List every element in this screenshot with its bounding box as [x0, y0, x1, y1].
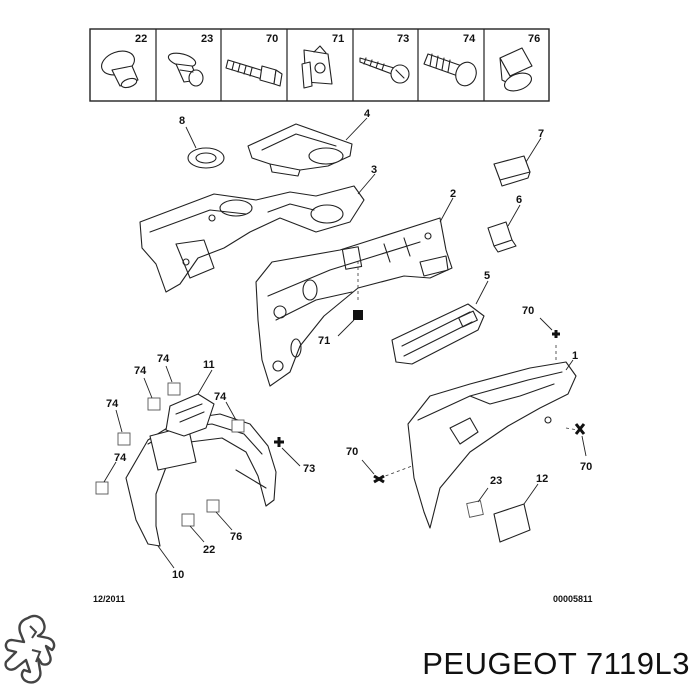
part-23-12: 23 12: [466, 473, 548, 543]
part-10-wheelarch-liner: 10: [125, 413, 277, 581]
callout-7: 7: [538, 128, 544, 140]
fastener-label: 23: [201, 33, 213, 45]
callout-12: 12: [536, 473, 548, 485]
part-6-bracket: 6: [487, 194, 522, 253]
fastener-label: 73: [397, 33, 409, 45]
diagram-code: 00005811: [553, 594, 593, 604]
fir-tree-clip-icon: [423, 53, 477, 87]
callout-74: 74: [157, 353, 170, 365]
screw-73-marker: 73: [274, 437, 315, 475]
part-11-bracket: 11: [165, 359, 215, 437]
cap-nut-icon: [499, 47, 533, 92]
callout-3: 3: [371, 164, 377, 176]
clip-74-tags: 74 74 74 74 74: [95, 353, 245, 495]
brand-part-number: PEUGEOT 7119L3: [422, 646, 690, 681]
callout-2: 2: [450, 188, 456, 200]
peugeot-lion-icon: [4, 614, 56, 684]
callout-71: 71: [318, 335, 330, 347]
diagram-date: 12/2011: [93, 594, 126, 604]
fastener-strip: 22 23 70 71 73 74 76: [89, 28, 550, 102]
fastener-label: 22: [135, 33, 147, 45]
callout-6: 6: [516, 194, 522, 206]
callout-70: 70: [346, 446, 358, 458]
callout-23: 23: [490, 475, 502, 487]
part-7-bracket: 7: [493, 128, 544, 187]
part-8-ring: 8: [179, 115, 225, 169]
part-1-front-wing: 1 70 70 70: [346, 305, 592, 529]
part-5-panel: 5: [391, 270, 490, 365]
callout-73: 73: [303, 463, 315, 475]
callout-1: 1: [572, 350, 578, 362]
callout-22: 22: [203, 544, 215, 556]
part-4-bracket: 4: [247, 108, 371, 177]
callout-5: 5: [484, 270, 490, 282]
fastener-label: 71: [332, 33, 344, 45]
part-2-inner-panel: 2 71: [255, 188, 456, 387]
callout-74: 74: [106, 398, 119, 410]
push-clip-icon: [101, 50, 139, 89]
clip-nut-icon: [301, 45, 333, 89]
callout-8: 8: [179, 115, 185, 127]
screw-icon: [359, 57, 410, 84]
callout-70: 70: [580, 461, 592, 473]
fastener-label: 74: [463, 33, 476, 45]
fastener-label: 76: [528, 33, 540, 45]
fastener-label: 70: [266, 33, 278, 45]
callout-4: 4: [364, 108, 371, 120]
rivet-clip-icon: [167, 52, 204, 87]
callout-74: 74: [114, 452, 127, 464]
callout-74: 74: [134, 365, 147, 377]
callout-74: 74: [214, 391, 227, 403]
callout-10: 10: [172, 569, 184, 581]
clip-22-76: 22 76: [181, 499, 242, 556]
part-3-member: 3: [139, 164, 377, 293]
bolt-icon: [225, 59, 283, 87]
callout-70: 70: [522, 305, 534, 317]
callout-76: 76: [230, 531, 242, 543]
callout-11: 11: [203, 359, 215, 371]
